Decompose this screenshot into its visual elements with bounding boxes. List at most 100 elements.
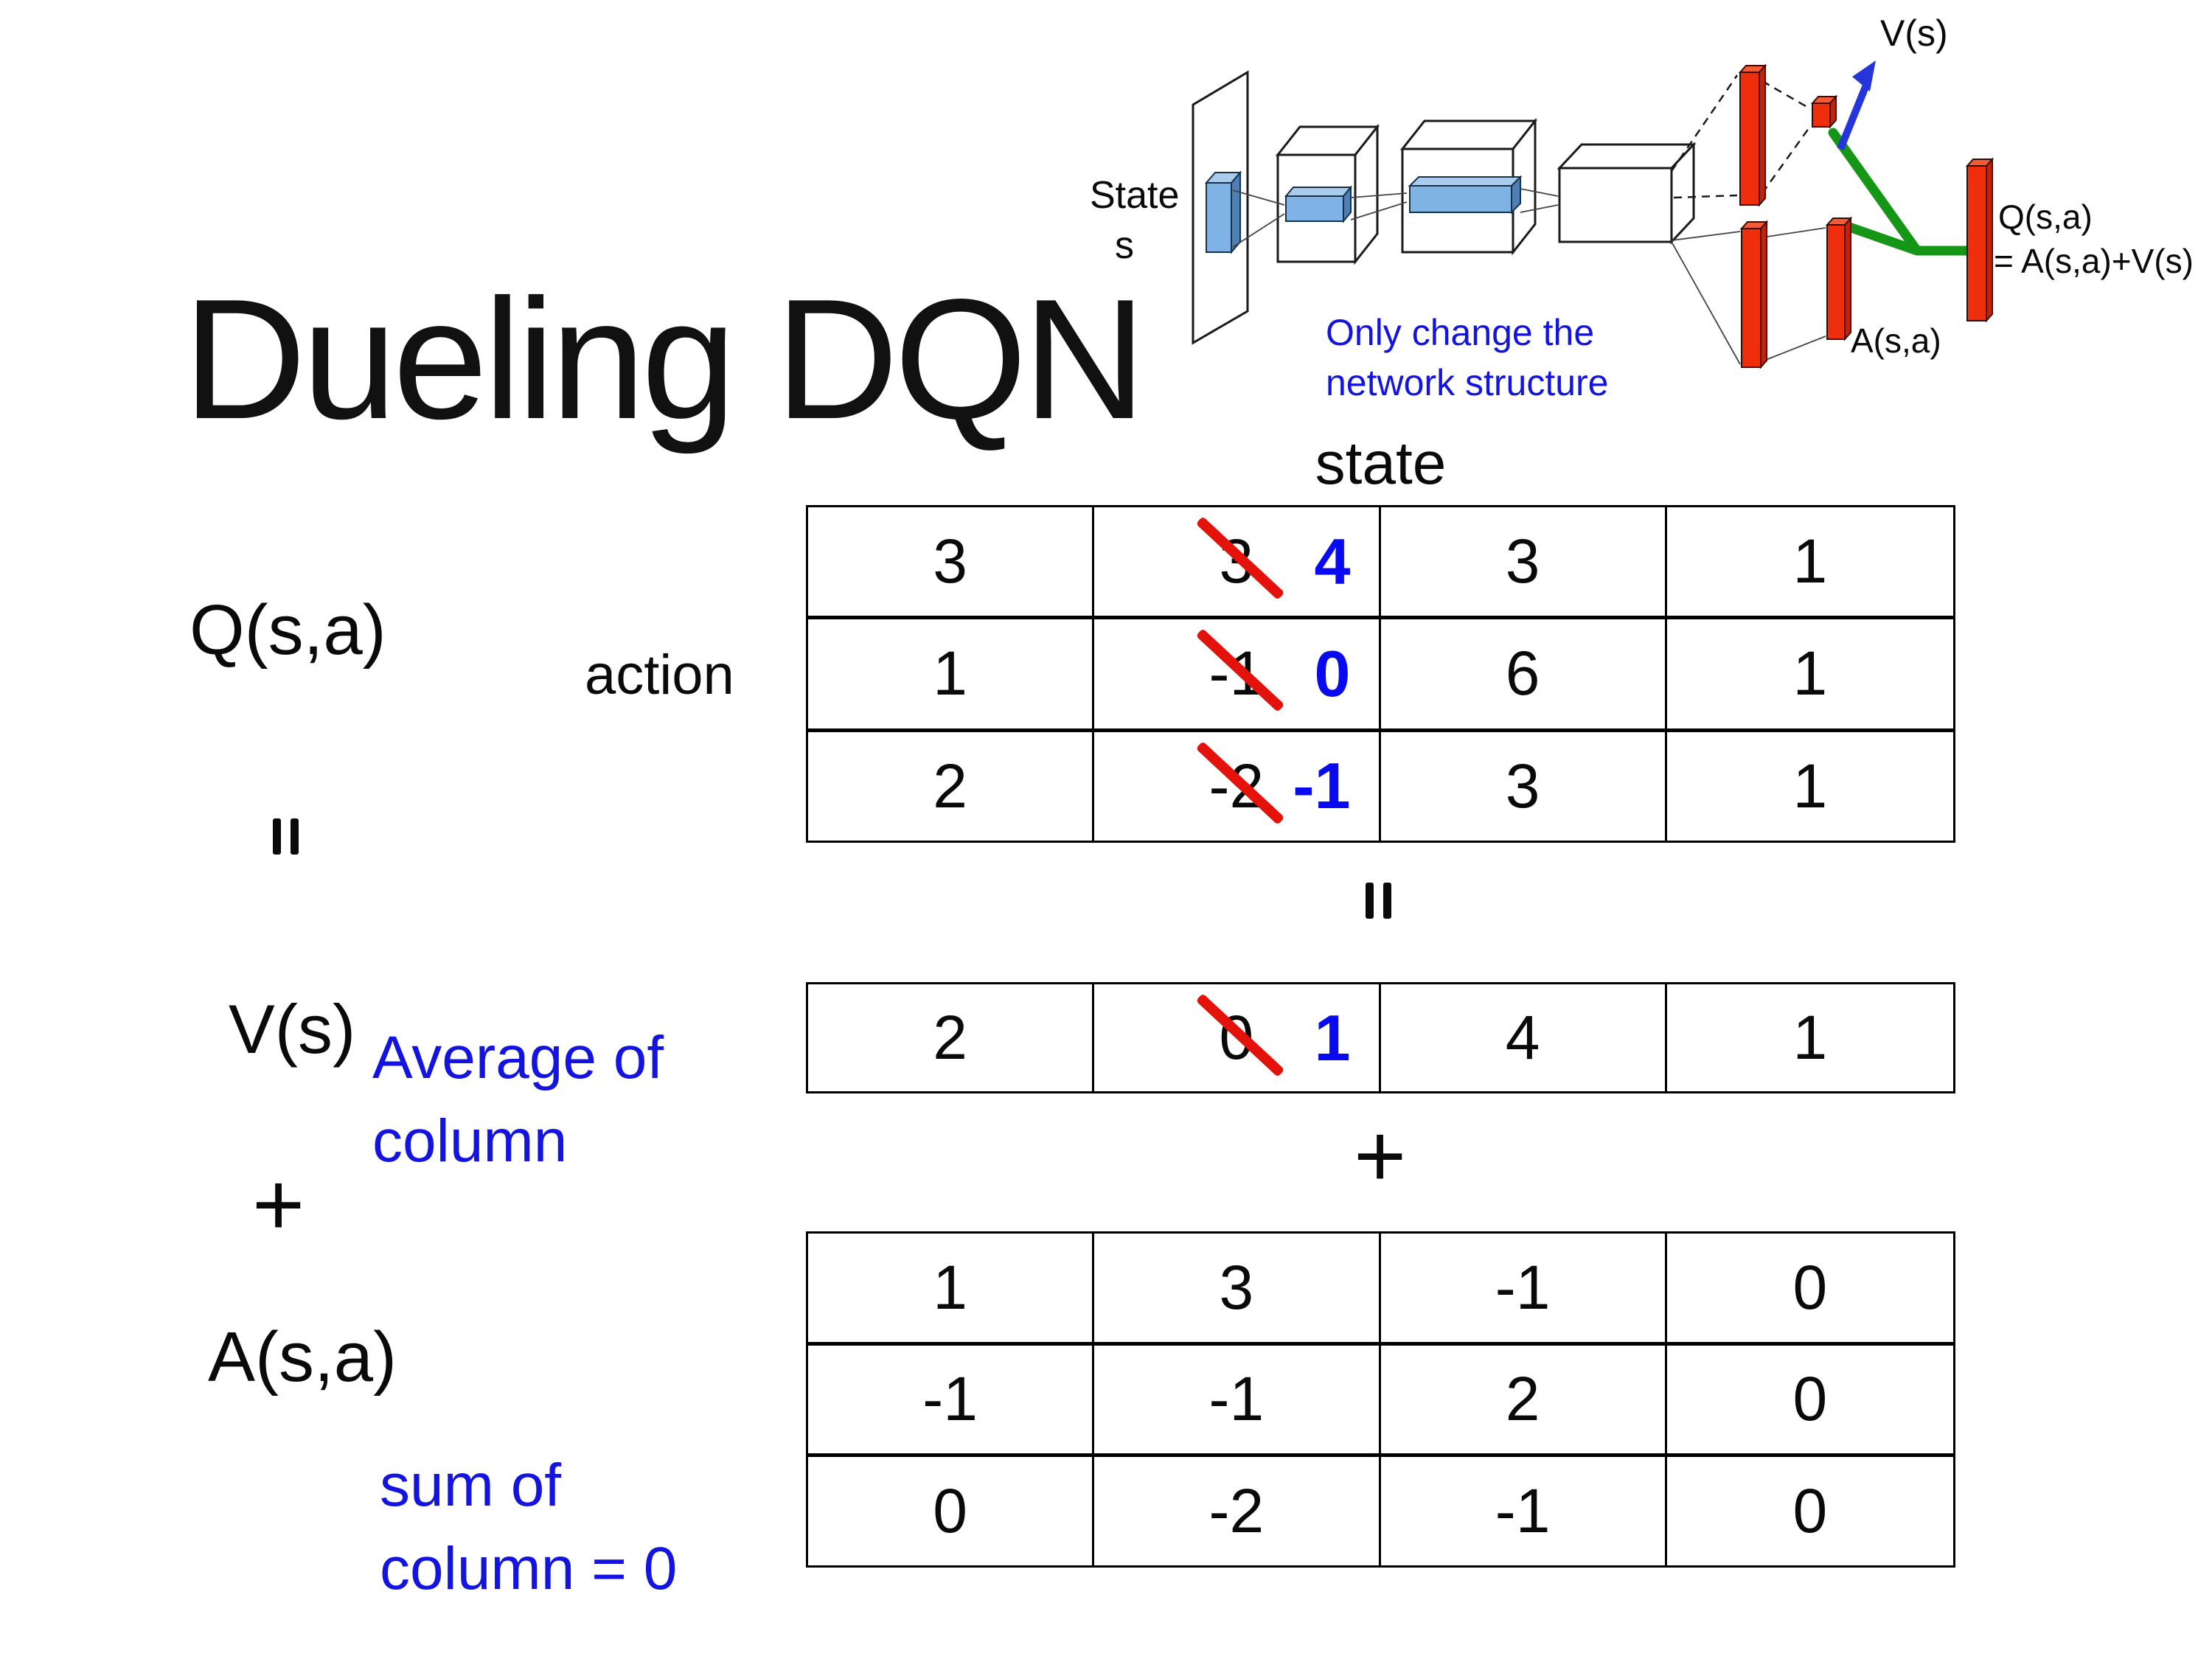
table-cell: 0 (1666, 1234, 1953, 1346)
cell-value: 1 (1792, 751, 1828, 821)
cell-value: -1 (1495, 1476, 1551, 1546)
table-cell: 1 (1667, 732, 1953, 841)
average-note-line2: column (372, 1107, 568, 1175)
table-cell: 4 (1381, 984, 1667, 1091)
cell-value: 1 (933, 1252, 967, 1322)
sum-note-line1: sum of (380, 1452, 562, 1519)
average-note: Average of column (372, 1016, 664, 1183)
diagram-q-formula: = A(s,a)+V(s) (1994, 242, 2194, 280)
q-output-bar (1965, 157, 1994, 323)
table-cell: -2 (1094, 1457, 1381, 1565)
diagram-note-line1: Only change the (1326, 312, 1594, 353)
cell-value: 0 (1792, 1252, 1828, 1322)
slide-title: Dueling DQN (183, 264, 1147, 455)
cell-value: 1 (1792, 1003, 1828, 1072)
dashed-links (1670, 74, 1812, 199)
table-cell: -1 (1381, 1457, 1667, 1565)
cell-value: 1 (933, 639, 967, 709)
cell-value: -1 (1208, 1364, 1265, 1434)
cell-value: -1 (1495, 1252, 1551, 1322)
v-matrix-label: V(s) (229, 990, 356, 1068)
cell-value: 3 (933, 526, 967, 597)
cell-value: -2 (1208, 1476, 1265, 1546)
network-diagram: State s V(s) Q(s,a) = A(s,a)+V(s) A(s,a)… (1090, 13, 2194, 403)
average-note-line1: Average of (372, 1024, 664, 1091)
cell-value: 3 (1505, 526, 1540, 597)
table-cell: 2 (1380, 1345, 1667, 1458)
cell-value: -1 (922, 1364, 978, 1434)
table-cell: 3 (808, 507, 1095, 620)
cell-value: 0 (933, 1476, 967, 1546)
cell-value: 3 (1505, 751, 1540, 821)
v-value-table: 2 01 4 1 (806, 982, 1955, 1093)
table-cell: 3 (1094, 1234, 1381, 1346)
state-header: state (1315, 430, 1447, 497)
feature-bar-2 (1408, 175, 1523, 215)
table-cell: -2-1 (1094, 731, 1381, 841)
equals-sign-center (1366, 883, 1391, 919)
a-value-table: 1 3 -1 0 -1 -1 2 0 0 -2 -1 0 (806, 1231, 1955, 1568)
table-cell: 1 (1666, 507, 1953, 620)
v-arrow (1837, 60, 1876, 150)
combine-link (1828, 128, 1972, 256)
table-cell: 1 (808, 619, 1095, 732)
table-cell: 34 (1094, 507, 1381, 620)
diagram-a-label: A(s,a) (1851, 321, 1941, 360)
v-scalar-node (1810, 94, 1838, 129)
diagram-q-label: Q(s,a) (1998, 198, 2093, 236)
cell-value: 2 (933, 1003, 967, 1072)
table-cell: 1 (808, 1234, 1095, 1346)
table-cell: 1 (1666, 619, 1953, 732)
cell-value: 2 (1505, 1364, 1540, 1434)
conv-patch-1 (1204, 170, 1242, 254)
equals-bar (1383, 883, 1391, 919)
cell-value: 0 (1792, 1476, 1828, 1546)
diagram-state-label: State (1090, 174, 1179, 217)
equals-bar (1366, 883, 1374, 919)
table-cell: 3 (1380, 507, 1667, 620)
table-cell: 6 (1380, 619, 1667, 732)
table-cell: 3 (1381, 731, 1667, 841)
corrected-value: 1 (1314, 1001, 1351, 1074)
plus-sign-center: + (1354, 1105, 1407, 1206)
fc-bar-a (1739, 220, 1769, 369)
conv-box-3 (1557, 142, 1697, 245)
equals-bar (291, 818, 299, 855)
a-vector-node (1825, 216, 1853, 341)
cell-value: 6 (1505, 639, 1540, 709)
cell-value: 3 (1219, 1252, 1254, 1322)
cell-value: 0 (1792, 1364, 1828, 1434)
sum-note-line2: column = 0 (380, 1535, 678, 1603)
table-cell: 0 (808, 1457, 1095, 1565)
cell-value: 1 (1792, 526, 1828, 597)
action-label: action (585, 644, 734, 706)
diagram-state-sub: s (1115, 224, 1134, 267)
table-cell: 1 (1667, 984, 1953, 1091)
cell-value: 4 (1505, 1003, 1540, 1072)
fc-bar-v (1738, 63, 1767, 207)
table-cell: -1 (1094, 1345, 1381, 1458)
connection-lines (1232, 188, 1826, 365)
sum-note: sum of column = 0 (380, 1444, 677, 1610)
equals-sign-left (273, 818, 299, 855)
corrected-value: 4 (1314, 524, 1351, 598)
table-cell: -1 (808, 1345, 1095, 1458)
diagram-vs-label: V(s) (1880, 13, 1948, 54)
feature-bar-1 (1284, 185, 1353, 223)
cell-value: 1 (1792, 639, 1828, 709)
corrected-value: 0 (1314, 636, 1351, 710)
table-cell: 0 (1667, 1457, 1953, 1565)
equals-bar (273, 818, 281, 855)
a-matrix-label: A(s,a) (208, 1318, 397, 1397)
q-matrix-label: Q(s,a) (189, 591, 386, 669)
table-cell: 2 (808, 731, 1095, 841)
diagram-note-line2: network structure (1326, 362, 1608, 403)
plus-sign-left: + (252, 1154, 305, 1254)
table-cell: -10 (1094, 619, 1381, 732)
table-cell: 2 (808, 984, 1095, 1091)
corrected-value: -1 (1293, 749, 1351, 823)
table-cell: -1 (1380, 1234, 1667, 1346)
table-cell: 01 (1094, 984, 1381, 1091)
